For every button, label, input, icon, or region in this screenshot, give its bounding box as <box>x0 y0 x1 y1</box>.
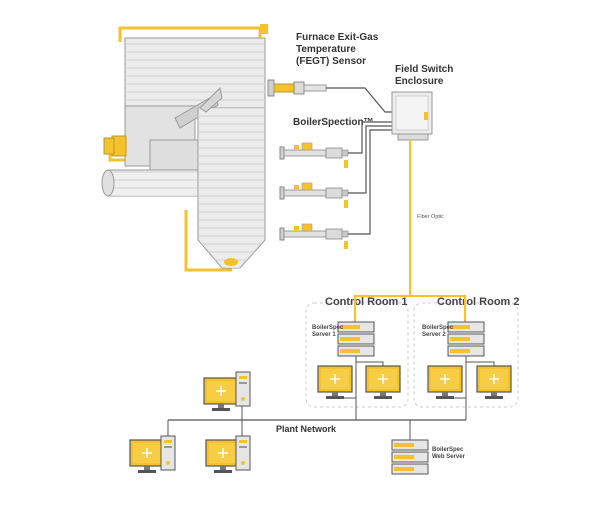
fegt-label-line2: Temperature <box>296 44 356 55</box>
web-server-label-line2: Web Server <box>432 454 466 460</box>
boiler-icon <box>101 24 268 272</box>
desktop-computer-icon <box>203 371 251 412</box>
fegt-sensor <box>267 79 327 97</box>
control-room-2-label: Control Room 2 <box>437 296 520 308</box>
server-rack-icon <box>337 321 375 357</box>
plant-network-label: Plant Network <box>276 424 337 434</box>
server-2-label-line2: Server 2 <box>422 332 446 338</box>
monitor-icon <box>317 365 353 400</box>
server-1-label-line1: BoilerSpec <box>312 325 344 331</box>
fegt-label-line1: Furnace Exit-Gas <box>296 32 379 43</box>
boilerspection-label: BoilerSpection™ <box>293 117 374 128</box>
camera-sensor-icon <box>279 223 349 241</box>
camera-sensor-icon <box>279 142 349 160</box>
web-server-label-line1: BoilerSpec <box>432 447 464 453</box>
field-switch-label-line2: Enclosure <box>395 76 444 87</box>
fiber-optic-label: Fiber Optic <box>417 214 444 220</box>
desktop-computer-icon <box>205 435 251 474</box>
field-switch-label-line1: Field Switch <box>395 64 453 75</box>
sensor-cables <box>326 87 392 235</box>
server-1-label-line2: Server 1 <box>312 332 336 338</box>
server-rack-icon <box>391 439 429 475</box>
control-room-1-box <box>305 302 409 408</box>
monitor-icon <box>365 365 401 400</box>
monitor-icon <box>427 365 463 400</box>
control-room-1-label: Control Room 1 <box>325 296 408 308</box>
server-rack-icon <box>447 321 485 357</box>
switch-enclosure-icon <box>391 91 433 141</box>
server-2-label-line1: BoilerSpec <box>422 325 454 331</box>
camera-sensor-icon <box>279 182 349 200</box>
monitor-icon <box>476 365 512 400</box>
fegt-label-line3: (FEGT) Sensor <box>296 56 366 67</box>
network-drops <box>167 404 411 440</box>
desktop-computer-icon <box>129 435 176 474</box>
